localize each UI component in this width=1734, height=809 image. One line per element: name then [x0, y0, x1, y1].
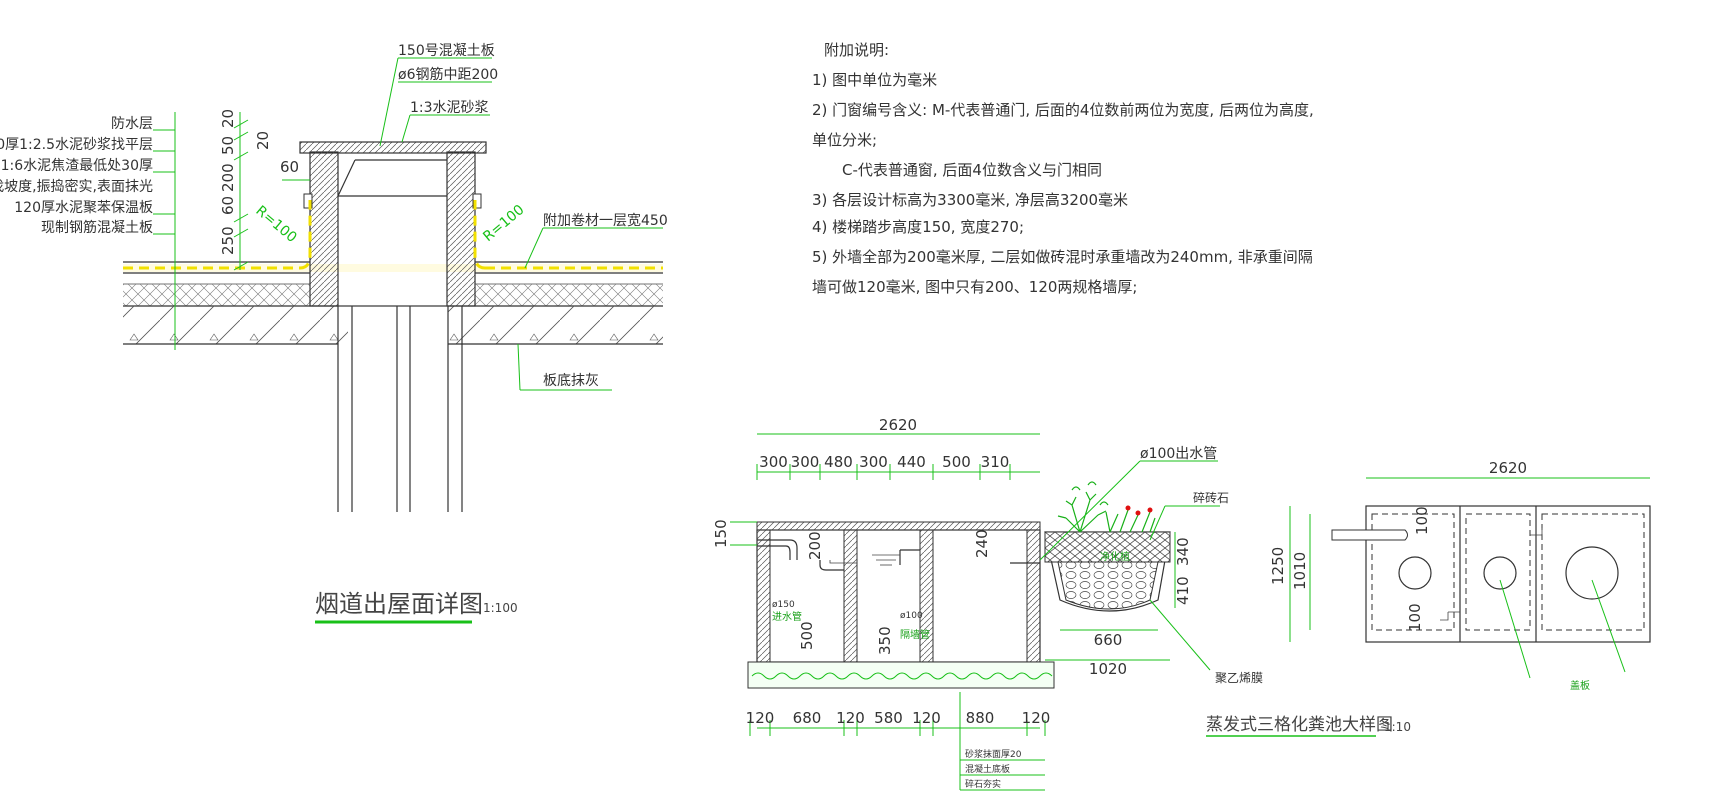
chimney-scale: 1:100: [483, 601, 518, 615]
septic-top-dim-0: 300: [759, 453, 788, 471]
chimney-dim-60: 60: [219, 196, 237, 215]
layer-label-6: 现制钢筋混凝土板: [41, 219, 153, 236]
planter-dim-1020: 1020: [1089, 660, 1127, 678]
planter-label: 净化植: [1100, 550, 1130, 563]
chimney-dim-20a: 20: [219, 109, 237, 128]
flower-icon: [1125, 505, 1153, 516]
layer-gravel: 碎石夯实: [965, 778, 1001, 790]
septic-scale: 1:10: [1384, 720, 1411, 734]
note-line-8: 墙可做120毫米, 图中只有200、120两规格墙厚;: [812, 278, 1137, 296]
notes-block: 附加说明: 1) 图中单位为毫米 2) 门窗编号含义: M-代表普通门, 后面的…: [812, 41, 1314, 296]
septic-dim-200: 200: [806, 531, 824, 560]
manhole-3: [1565, 546, 1619, 600]
layer-label-4: 找坡度,振捣密实,表面抹光: [0, 178, 153, 195]
septic-tag-wall: 隔墙管: [900, 628, 930, 641]
plan-dim-100b: 100: [1406, 603, 1424, 632]
layer-labels: 防水层 20厚1:2.5水泥砂浆找平层 1:6水泥焦渣最低处30厚 找坡度,振捣…: [0, 112, 176, 350]
plan-dim-100a: 100: [1413, 506, 1431, 535]
planter-dim-340: 340: [1174, 537, 1192, 566]
top-label-1: 150号混凝土板: [398, 43, 495, 59]
note-line-1: 1) 图中单位为毫米: [812, 71, 937, 89]
septic-plan: 2620 1250 1010 100 100 盖板: [1269, 459, 1651, 692]
chimney-detail: 20 20 50 200 60 250 60 R=100 R=100 防水层 2…: [0, 43, 668, 624]
layer-mortar: 砂浆抹面厚20: [965, 748, 1022, 760]
plan-dim-1010: 1010: [1291, 552, 1309, 590]
planter-dim-660: 660: [1094, 631, 1123, 649]
septic-top-dim-6: 310: [981, 453, 1010, 471]
top-label-3: 1:3水泥砂浆: [410, 100, 489, 116]
septic-bottom-dim-4: 120: [912, 709, 941, 727]
layer-label-3: 1:6水泥焦渣最低处30厚: [1, 158, 153, 174]
plan-total-width: 2620: [1489, 459, 1527, 477]
septic-total-width: 2620: [879, 416, 917, 434]
radius-left: R=100: [252, 203, 299, 246]
chimney-dim-60h: 60: [280, 158, 299, 176]
layer-label-5: 120厚水泥聚苯保温板: [14, 199, 153, 216]
membrane-label: 聚乙烯膜: [1215, 671, 1263, 685]
septic-top-dim-3: 300: [859, 453, 888, 471]
manhole-2: [1483, 556, 1517, 590]
septic-bottom-dim-3: 580: [874, 709, 903, 727]
layer-label-1: 防水层: [111, 116, 153, 132]
septic-title: 蒸发式三格化粪池大样图: [1206, 715, 1393, 735]
manhole-1: [1398, 556, 1432, 590]
septic-top-dim-5: 500: [942, 453, 971, 471]
outlet-pipe-label: ø100出水管: [1140, 446, 1217, 462]
septic-tag-inlet: 进水管: [772, 610, 802, 623]
septic-bottom-dim-6: 120: [1022, 709, 1051, 727]
top-label-2: ø6钢筋中距200: [398, 66, 498, 83]
septic-top-dim-1: 300: [791, 453, 820, 471]
note-line-4: C-代表普通窗, 后面4位数含义与门相同: [842, 161, 1102, 179]
septic-dim-150: 150: [712, 519, 730, 548]
septic-dim-500: 500: [798, 621, 816, 650]
extra-membrane-label: 附加卷材一层宽450: [543, 212, 668, 229]
layer-label-2: 20厚1:2.5水泥砂浆找平层: [0, 137, 153, 153]
septic-bottom-dim-0: 120: [746, 709, 775, 727]
notes-title: 附加说明:: [824, 41, 889, 59]
note-line-7: 5) 外墙全部为200毫米厚, 二层如做砖混时承重墙改为240mm, 非承重间隔: [812, 248, 1313, 266]
note-line-5: 3) 各层设计标高为3300毫米, 净层高3200毫米: [812, 191, 1128, 209]
chimney-dim-200: 200: [219, 163, 237, 192]
note-line-2: 2) 门窗编号含义: M-代表普通门, 后面的4位数前两位为宽度, 后两位为高度…: [812, 101, 1314, 119]
radius-right: R=100: [480, 202, 527, 245]
planter-dim-410: 410: [1174, 576, 1192, 605]
septic-pipe100: ø100: [900, 611, 923, 621]
septic-bottom-dim-1: 680: [793, 709, 822, 727]
plant-icon: [1057, 481, 1156, 533]
septic-top-dim-4: 440: [897, 453, 926, 471]
septic-dim-350: 350: [876, 626, 894, 655]
plan-dim-1250: 1250: [1269, 547, 1287, 585]
slab-bottom-label: 板底抹灰: [543, 373, 599, 389]
chimney-dim-250: 250: [219, 226, 237, 255]
note-line-3: 单位分米;: [812, 131, 877, 149]
chimney-dim-20b: 20: [254, 131, 272, 150]
chimney-title: 烟道出屋面详图: [315, 590, 483, 618]
chimney-dim-50: 50: [219, 136, 237, 155]
septic-top-dim-2: 480: [824, 453, 853, 471]
septic-bottom-dim-2: 120: [836, 709, 865, 727]
note-line-6: 4) 楼梯踏步高度150, 宽度270;: [812, 218, 1024, 236]
layer-concrete: 混凝土底板: [965, 763, 1010, 775]
gravel-label: 碎砖石: [1193, 490, 1229, 505]
waterproof-layer: [123, 264, 663, 272]
septic-pipe150: ø150: [772, 600, 795, 610]
septic-bottom-dim-5: 880: [966, 709, 995, 727]
cover-label: 盖板: [1570, 679, 1590, 692]
septic-dim-240: 240: [973, 529, 991, 558]
